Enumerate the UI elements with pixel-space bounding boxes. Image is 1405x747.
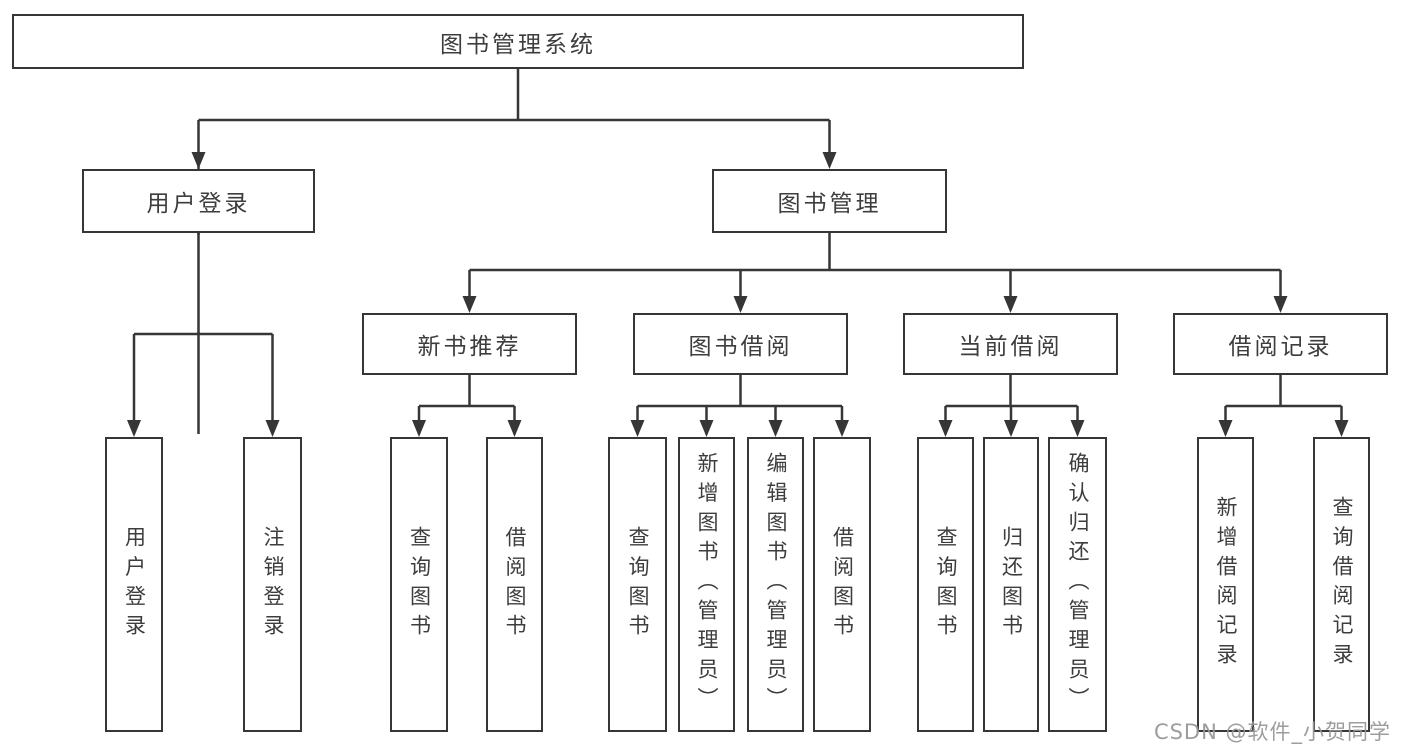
leaf-borrowing-query-book-label: 查询图书 (626, 525, 650, 644)
leaf-logout-login-label: 注销登录 (261, 525, 285, 644)
node-user-login-label: 用户登录 (146, 191, 251, 217)
node-current-borrowing: 当前借阅 (903, 313, 1118, 375)
leaf-recommend-query-book: 查询图书 (390, 437, 448, 732)
leaf-current-return-book-label: 归还图书 (999, 525, 1024, 644)
node-book-management: 图书管理 (712, 169, 947, 233)
leaf-records-query-record: 查询借阅记录 (1313, 437, 1370, 732)
node-new-book-recommend: 新书推荐 (362, 313, 577, 375)
leaf-borrowing-edit-book-admin: 编辑图书（管理员） (747, 437, 804, 732)
leaf-borrowing-add-book-admin: 新增图书（管理员） (678, 437, 735, 732)
node-library-system-label: 图书管理系统 (440, 31, 596, 58)
leaf-records-add-record-label: 新增借阅记录 (1214, 496, 1238, 673)
node-current-borrowing-label: 当前借阅 (958, 334, 1063, 360)
node-book-borrowing: 图书借阅 (633, 313, 848, 375)
leaf-current-query-book: 查询图书 (917, 437, 974, 732)
leaf-recommend-borrow-book-label: 借阅图书 (503, 525, 527, 644)
node-borrow-records: 借阅记录 (1173, 313, 1388, 375)
leaf-user-login: 用户登录 (105, 437, 163, 732)
leaf-recommend-borrow-book: 借阅图书 (486, 437, 543, 732)
node-borrow-records-label: 借阅记录 (1228, 334, 1333, 360)
leaf-logout-login: 注销登录 (243, 437, 302, 732)
leaf-borrowing-add-book-admin-label: 新增图书（管理员） (695, 452, 719, 717)
leaf-user-login-label: 用户登录 (122, 525, 147, 644)
leaf-records-query-record-label: 查询借阅记录 (1330, 496, 1354, 673)
watermark: CSDN @软件_小贺同学 (1153, 720, 1391, 744)
node-new-book-recommend-label: 新书推荐 (417, 334, 522, 360)
leaf-borrowing-edit-book-admin-label: 编辑图书（管理员） (764, 452, 788, 717)
leaf-borrowing-query-book: 查询图书 (608, 437, 667, 732)
leaf-current-return-book: 归还图书 (983, 437, 1039, 732)
leaf-current-query-book-label: 查询图书 (934, 525, 958, 644)
leaf-borrowing-borrow-book: 借阅图书 (813, 437, 871, 732)
node-user-login: 用户登录 (82, 169, 315, 233)
node-book-borrowing-label: 图书借阅 (688, 334, 793, 360)
leaf-current-confirm-return-admin: 确认归还（管理员） (1048, 437, 1107, 732)
node-library-system: 图书管理系统 (12, 14, 1024, 69)
leaf-records-add-record: 新增借阅记录 (1197, 437, 1254, 732)
leaf-current-confirm-return-admin-label: 确认归还（管理员） (1066, 452, 1090, 717)
node-book-management-label: 图书管理 (777, 191, 882, 217)
leaf-recommend-query-book-label: 查询图书 (407, 525, 432, 644)
leaf-borrowing-borrow-book-label: 借阅图书 (830, 525, 855, 644)
